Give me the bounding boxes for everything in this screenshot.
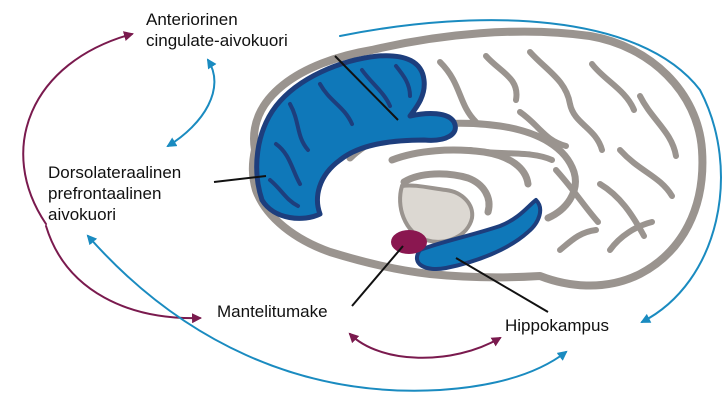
label-acc-line-1: Anteriorinen: [146, 9, 288, 30]
label-dlpfc-line-3: aivokuori: [48, 204, 181, 225]
label-dorsolateral-prefrontal-cortex: Dorsolateraalinen prefrontaalinen aivoku…: [48, 162, 181, 225]
label-dlpfc-line-1: Dorsolateraalinen: [48, 162, 181, 183]
label-acc-line-2: cingulate-aivokuori: [146, 30, 288, 51]
label-amygdala: Mantelitumake: [217, 301, 328, 322]
amygdala-region: [391, 230, 427, 254]
label-dlpfc-line-2: prefrontaalinen: [48, 183, 181, 204]
arrow-acc-dlpfc-teal: [168, 60, 214, 146]
label-hippocampus: Hippokampus: [505, 315, 609, 336]
label-anterior-cingulate-cortex: Anteriorinen cingulate-aivokuori: [146, 9, 288, 51]
arrow-amygdala-hippocampus-purple: [350, 334, 500, 358]
